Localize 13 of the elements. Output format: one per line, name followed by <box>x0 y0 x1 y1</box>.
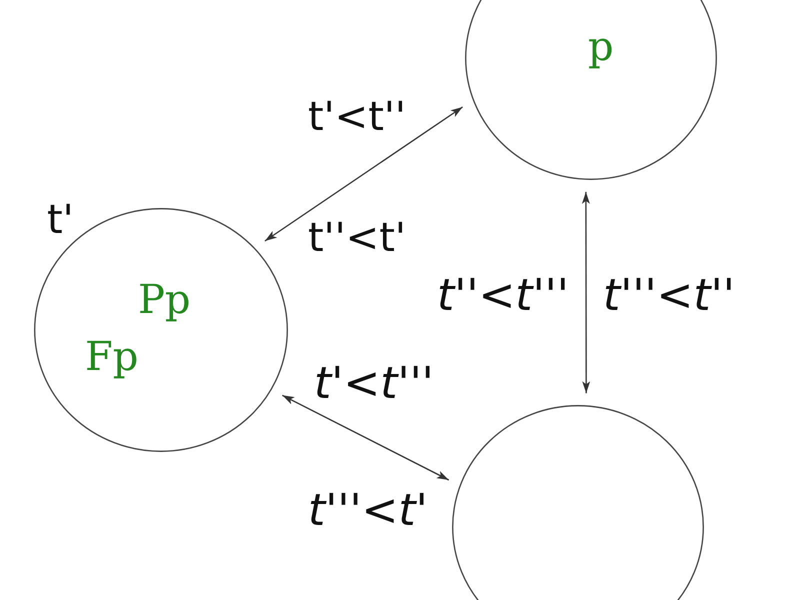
double-arrow <box>282 394 450 481</box>
relation-label: t'<t''' <box>314 362 434 406</box>
double-arrow <box>582 192 590 394</box>
relation-label: t''<t''' <box>437 274 569 318</box>
relation-label: t'''<t'' <box>603 274 735 318</box>
relation-label: t'<t'' <box>308 97 406 137</box>
node-caption: t' <box>47 200 74 240</box>
relation-label: t''<t' <box>308 218 406 258</box>
relation-label: t'''<t' <box>308 489 428 533</box>
node-text: Fp <box>85 337 138 377</box>
double-arrow <box>264 106 463 242</box>
node-text: Pp <box>138 280 191 320</box>
node-text: p <box>588 27 614 67</box>
